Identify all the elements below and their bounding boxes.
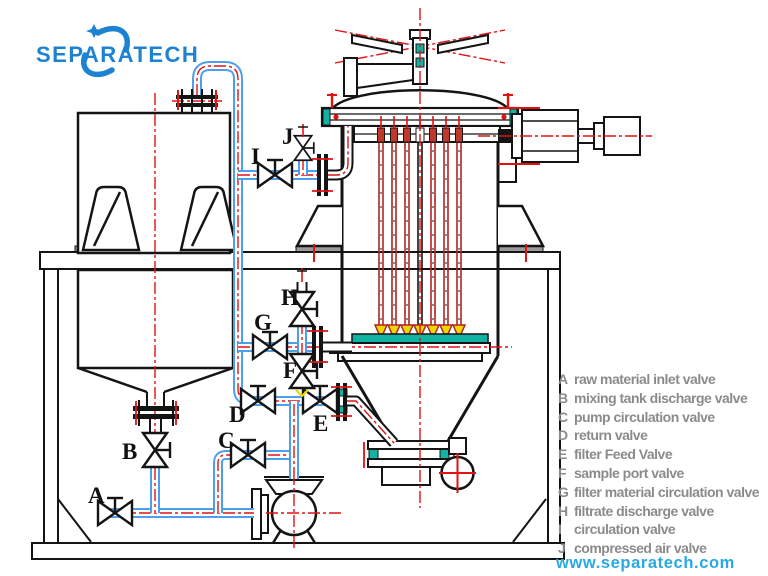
valve-D bbox=[239, 384, 277, 415]
legend-desc: return valve bbox=[574, 427, 648, 444]
skid-frame bbox=[31, 245, 565, 560]
tray-flange bbox=[307, 326, 328, 368]
pipe-circulation-up bbox=[328, 126, 354, 181]
label-valve-b: B bbox=[122, 439, 137, 464]
label-valve-f: F bbox=[283, 358, 297, 383]
legend-desc: filtrate discharge valve bbox=[574, 502, 714, 519]
legend-desc: pump circulation valve bbox=[574, 408, 715, 425]
legend-key: H bbox=[558, 502, 568, 519]
legend-key: C bbox=[558, 408, 568, 425]
tank-top-flange bbox=[176, 89, 218, 112]
legend-desc: raw material inlet valve bbox=[574, 371, 716, 387]
label-valve-j: J bbox=[282, 124, 294, 149]
legend-key: A bbox=[558, 371, 568, 387]
tank-bottom-flange bbox=[133, 400, 179, 426]
legend-key: I bbox=[558, 521, 562, 538]
legend-desc: sample port valve bbox=[574, 464, 684, 481]
legend-desc: compressed air valve bbox=[574, 540, 707, 557]
logo-swirl-icon bbox=[81, 24, 130, 78]
valve-E bbox=[301, 384, 339, 415]
flanges bbox=[133, 89, 352, 426]
label-valve-i: I bbox=[251, 144, 260, 169]
valve-B bbox=[141, 431, 172, 469]
legend-desc: circulation valve bbox=[574, 521, 676, 538]
valve-labels: A B C D E F G H I J bbox=[88, 124, 328, 508]
label-valve-g: G bbox=[254, 310, 272, 335]
legend-key: B bbox=[558, 389, 568, 406]
pipe-feed-diagonal bbox=[347, 395, 399, 447]
label-valve-c: C bbox=[218, 428, 235, 453]
legend-key: F bbox=[558, 464, 567, 481]
legend-key: D bbox=[558, 427, 568, 444]
valves bbox=[96, 124, 339, 527]
valve-G bbox=[251, 330, 289, 361]
valve-J bbox=[293, 134, 315, 162]
sample-drip bbox=[295, 389, 309, 398]
label-valve-d: D bbox=[229, 402, 246, 427]
website-link[interactable]: www.separatech.com bbox=[556, 554, 735, 572]
label-valve-e: E bbox=[313, 411, 328, 436]
legend-desc: filter material circulation valve bbox=[574, 483, 760, 500]
legend-desc: filter Feed Valve bbox=[574, 446, 673, 463]
legend-key: E bbox=[558, 446, 567, 463]
mixing-tank bbox=[76, 111, 239, 436]
legend-desc: mixing tank discharge valve bbox=[574, 389, 748, 406]
pipe-pump-circulation bbox=[213, 450, 290, 513]
valve-C bbox=[229, 438, 267, 469]
legend-key: G bbox=[558, 483, 569, 500]
bottom-discharge bbox=[363, 437, 476, 493]
circulation-flange bbox=[312, 154, 333, 196]
logo-wordmark: SEPARATECH bbox=[36, 42, 200, 67]
label-valve-a: A bbox=[88, 483, 105, 508]
legend-key: J bbox=[558, 540, 566, 557]
valve-I bbox=[256, 158, 294, 189]
centrifugal-pump bbox=[251, 452, 344, 550]
label-valve-h: H bbox=[281, 285, 299, 310]
